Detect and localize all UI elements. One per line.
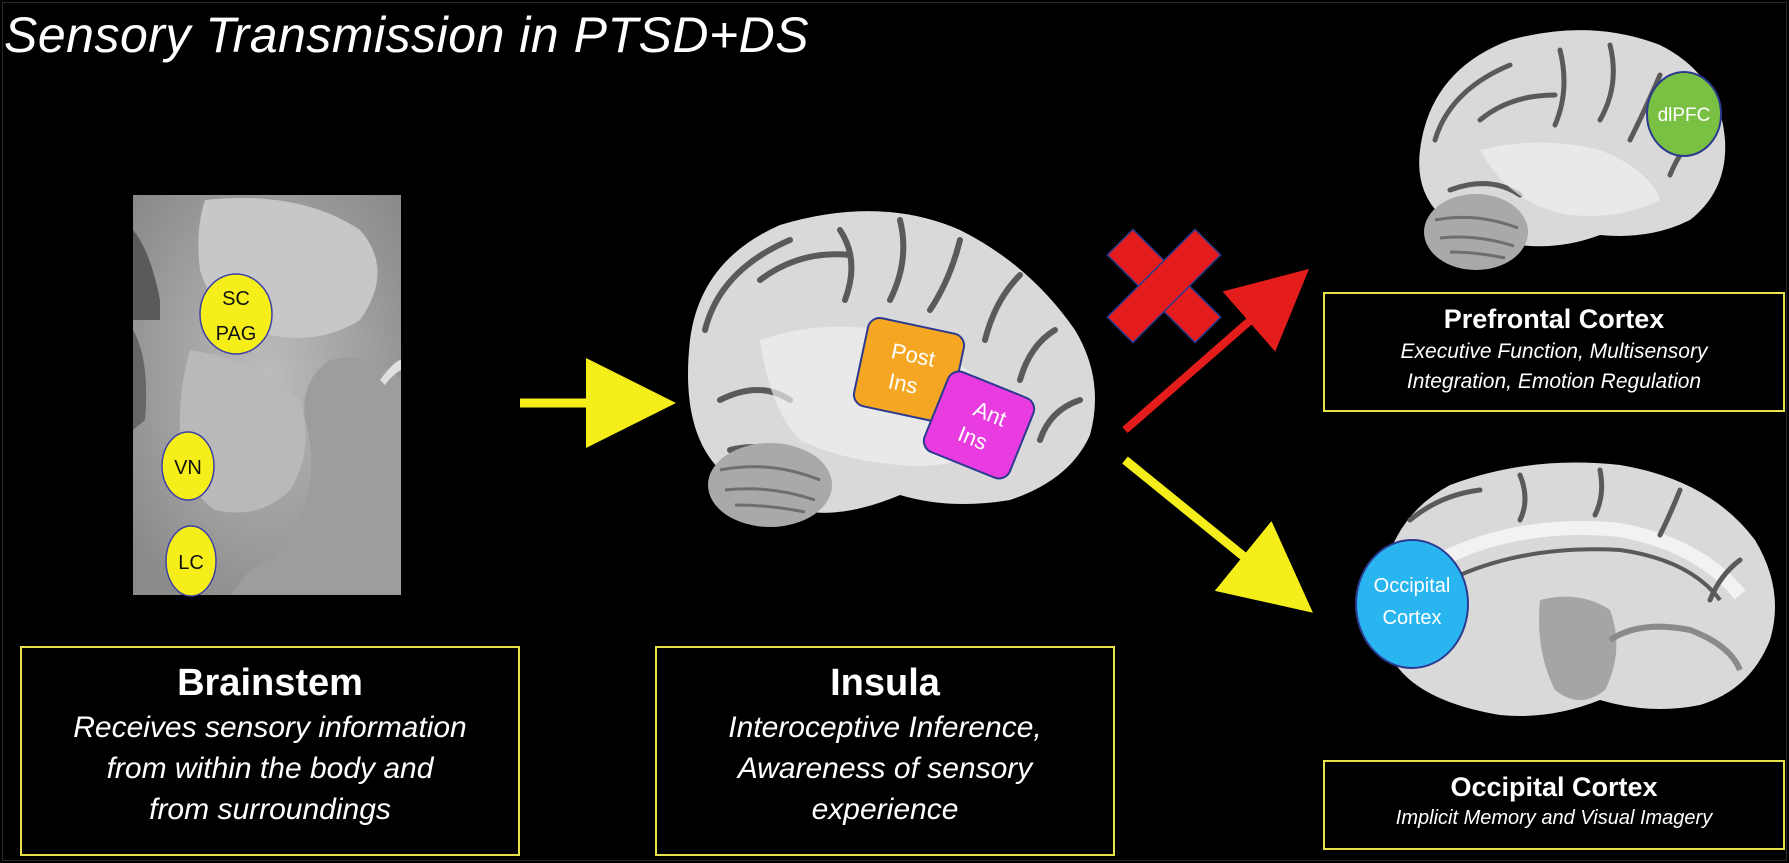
brainstem-description-line-2: from within the body and	[106, 752, 434, 785]
occipital-description-box: Occipital Cortex Implicit Memory and Vis…	[1323, 760, 1785, 850]
lc-nucleus: LC	[165, 525, 217, 597]
blocked-x-icon	[1106, 228, 1222, 344]
anterior-insula-region: Ant Ins	[922, 370, 1036, 480]
prefrontal-description: Executive Function, Multisensory Integra…	[1325, 337, 1783, 397]
brainstem-description-box: Brainstem Receives sensory information f…	[20, 646, 520, 856]
prefrontal-description-box: Prefrontal Cortex Executive Function, Mu…	[1323, 292, 1785, 412]
pag-label: PAG	[216, 323, 257, 345]
arrow-insula-to-prefrontal	[1122, 268, 1310, 434]
brainstem-description: Receives sensory information from within…	[22, 707, 518, 830]
prefrontal-brain-image	[1419, 30, 1726, 270]
arrow-insula-to-occipital	[1122, 456, 1313, 613]
insula-description-line-3: experience	[811, 793, 959, 826]
brainstem-description-line-3: from surroundings	[149, 793, 391, 826]
prefrontal-description-line-1: Executive Function, Multisensory	[1400, 340, 1708, 363]
post-ins-label-2: Ins	[886, 368, 920, 399]
brainstem-heading: Brainstem	[177, 662, 363, 704]
brainstem-mri-image	[133, 195, 401, 595]
insula-description-line-1: Interoceptive Inference,	[728, 711, 1042, 744]
insula-description-line-2: Awareness of sensory	[737, 752, 1033, 785]
dlpfc-label: dlPFC	[1658, 105, 1711, 126]
occipital-description: Implicit Memory and Visual Imagery	[1395, 807, 1713, 829]
vn-nucleus: VN	[161, 431, 215, 501]
occipital-cortex-region: Occipital Cortex	[1355, 539, 1469, 669]
occipital-heading: Occipital Cortex	[1450, 772, 1658, 802]
insula-description: Interoceptive Inference, Awareness of se…	[657, 707, 1113, 830]
occipital-region-label-2: Cortex	[1383, 607, 1442, 629]
figure-title: Sensory Transmission in PTSD+DS	[4, 7, 810, 63]
lc-label: LC	[178, 552, 204, 574]
post-insula-region: Post Ins	[852, 317, 966, 423]
insula-description-box: Insula Interoceptive Inference, Awarenes…	[655, 646, 1115, 856]
sc-label: SC	[222, 288, 250, 310]
dlpfc-region: dlPFC	[1646, 71, 1722, 157]
insula-heading: Insula	[830, 662, 940, 704]
occipital-brain-image	[1379, 462, 1775, 716]
prefrontal-description-line-2: Integration, Emotion Regulation	[1406, 370, 1702, 393]
prefrontal-heading: Prefrontal Cortex	[1443, 304, 1665, 334]
vn-label: VN	[174, 457, 202, 479]
brainstem-description-line-1: Receives sensory information	[73, 711, 467, 744]
occipital-region-label-1: Occipital	[1374, 575, 1451, 597]
sc-pag-nucleus: SC PAG	[199, 273, 273, 355]
